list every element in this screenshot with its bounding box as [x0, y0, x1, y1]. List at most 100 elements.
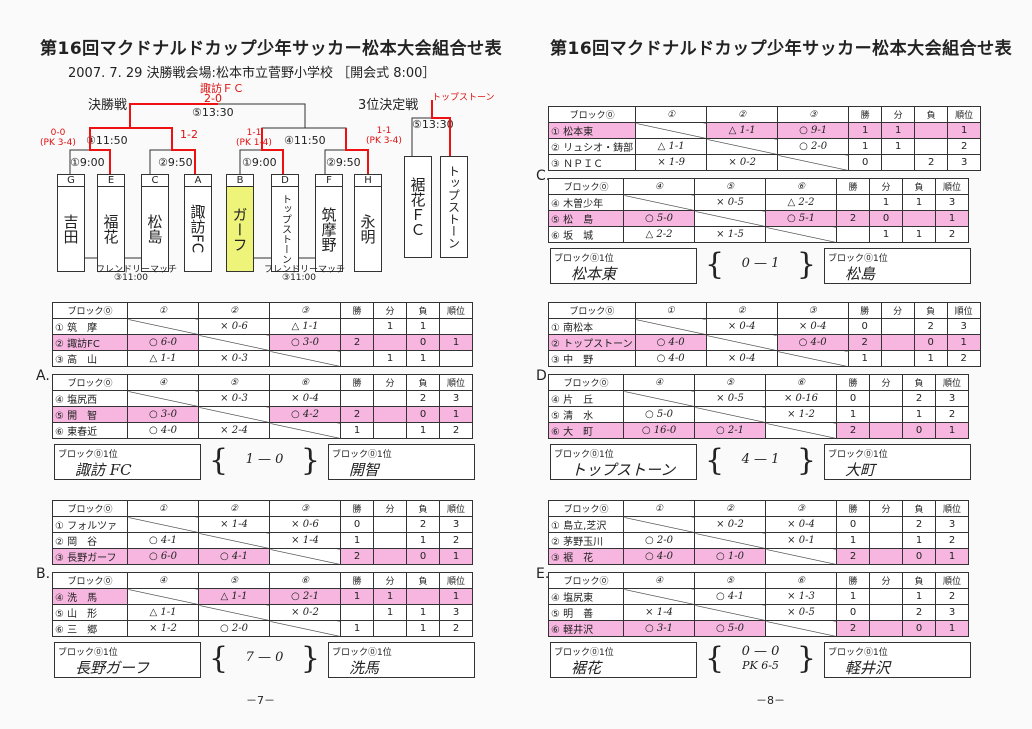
column-header: ②	[705, 302, 778, 319]
winner-name: 長野ガーフ	[75, 659, 150, 677]
stat-cell	[869, 406, 903, 423]
stat-cell: 2	[913, 318, 948, 335]
block-label: ブロック⓪	[52, 302, 128, 319]
diagonal-cell	[765, 226, 837, 243]
stat-cell: 1	[406, 604, 440, 621]
final-score: 2-0	[204, 92, 222, 105]
team-letter: B	[226, 174, 254, 186]
stat-cell: 0	[902, 548, 936, 565]
column-header-losses: 負	[406, 302, 440, 319]
score-cell: × 0-16	[765, 390, 837, 407]
score-cell: ○ 2-0	[623, 532, 695, 549]
column-header-draws: 分	[869, 178, 903, 195]
diagonal-cell	[127, 588, 199, 605]
column-header: ③	[269, 302, 341, 319]
block-a-winner-box: ブロック⓪1位松本東	[550, 248, 697, 284]
column-header: ①	[634, 302, 707, 319]
team-name-cell: ① フォルツァ	[52, 516, 128, 533]
team-name: 松島	[141, 186, 169, 272]
score-cell: × 1-2	[765, 406, 837, 423]
team-name-cell: ⑤ 清 水	[548, 406, 624, 423]
team-letter: H	[354, 174, 382, 186]
winner-name: 洗馬	[349, 659, 380, 677]
team-name-cell: ③ 中 野	[548, 350, 636, 367]
block-label: ブロック⓪	[547, 106, 637, 123]
score-cell: × 0-2	[694, 516, 766, 533]
score-cell: × 0-5	[694, 194, 766, 211]
third-time: ⑤13:30	[412, 118, 454, 131]
stat-cell: 1	[847, 350, 882, 367]
stat-cell	[880, 334, 915, 351]
stat-cell	[914, 122, 949, 139]
block-b-winner-box: ブロック⓪1位松島	[824, 248, 971, 284]
team-name: ガーフ	[226, 186, 254, 272]
final-time: ⑤13:30	[192, 106, 234, 119]
third-team-note: トップストーン	[432, 93, 495, 103]
stat-cell	[914, 138, 949, 155]
score-cell: × 0-3	[198, 390, 270, 407]
winner-label: ブロック⓪1位	[828, 450, 888, 460]
score-cell: △ 1-1	[127, 350, 199, 367]
team-name-cell: ④ 塩尻東	[548, 588, 624, 605]
score-cell: × 0-6	[198, 318, 270, 335]
column-header-rank: 順位	[439, 500, 473, 517]
team-name-cell: ④ 洗 馬	[52, 588, 128, 605]
diagonal-cell	[765, 422, 837, 439]
team-name-cell: ⑤ 開 智	[52, 406, 128, 423]
stat-cell: 1	[902, 588, 936, 605]
diagonal-cell	[269, 350, 341, 367]
column-header-losses: 負	[902, 374, 936, 391]
winner-label: ブロック⓪1位	[332, 648, 392, 658]
stat-cell	[869, 516, 903, 533]
winner-name: 大町	[845, 461, 876, 479]
third-team-1: 裾花ＦＣ	[404, 156, 432, 258]
score-cell: × 1-4	[269, 532, 341, 549]
stat-cell: 0	[848, 154, 883, 171]
friendly-match-1: フレンドリーマッチ	[96, 265, 178, 275]
diagonal-cell	[623, 194, 695, 211]
column-header: ④	[623, 572, 695, 589]
score-cell: × 0-4	[705, 318, 778, 335]
stat-cell	[881, 154, 916, 171]
stat-cell: 3	[935, 604, 969, 621]
stat-cell	[869, 620, 903, 637]
stat-cell	[373, 620, 407, 637]
winner-name: 松島	[845, 265, 876, 283]
stat-cell: 0	[836, 604, 870, 621]
block-label: ブロック⓪	[548, 500, 624, 517]
team-name-cell: ③ 高 山	[52, 350, 128, 367]
winner-label: ブロック⓪1位	[828, 648, 888, 658]
stat-cell: 1	[836, 406, 870, 423]
team-letter: A	[184, 174, 212, 186]
team-letter: G	[57, 174, 85, 186]
column-header-rank: 順位	[935, 178, 969, 195]
block-label: ブロック⓪	[548, 572, 624, 589]
block-label: ブロック⓪	[52, 572, 128, 589]
block-b-winner-box: ブロック⓪1位軽井沢	[824, 642, 971, 678]
stat-cell	[373, 390, 407, 407]
team-letter: F	[315, 174, 343, 186]
stat-cell: 2	[340, 406, 374, 423]
diagonal-cell	[198, 406, 270, 423]
score-cell: ○ 4-0	[127, 422, 199, 439]
team-name-cell: ② 岡 谷	[52, 532, 128, 549]
stat-cell	[373, 406, 407, 423]
stat-cell: 3	[947, 154, 982, 171]
stat-cell: 1	[439, 548, 473, 565]
score-cell: △ 1-1	[706, 122, 779, 139]
score-cell: △ 2-2	[765, 194, 837, 211]
stat-cell: 1	[340, 532, 374, 549]
score-cell: ○ 6-0	[127, 548, 199, 565]
stat-cell: 0	[836, 516, 870, 533]
diagonal-cell	[269, 422, 341, 439]
stat-cell	[439, 318, 473, 335]
team-name-cell: ② リュシオ・鋳部	[547, 138, 637, 155]
score-cell: △ 1-1	[127, 604, 199, 621]
